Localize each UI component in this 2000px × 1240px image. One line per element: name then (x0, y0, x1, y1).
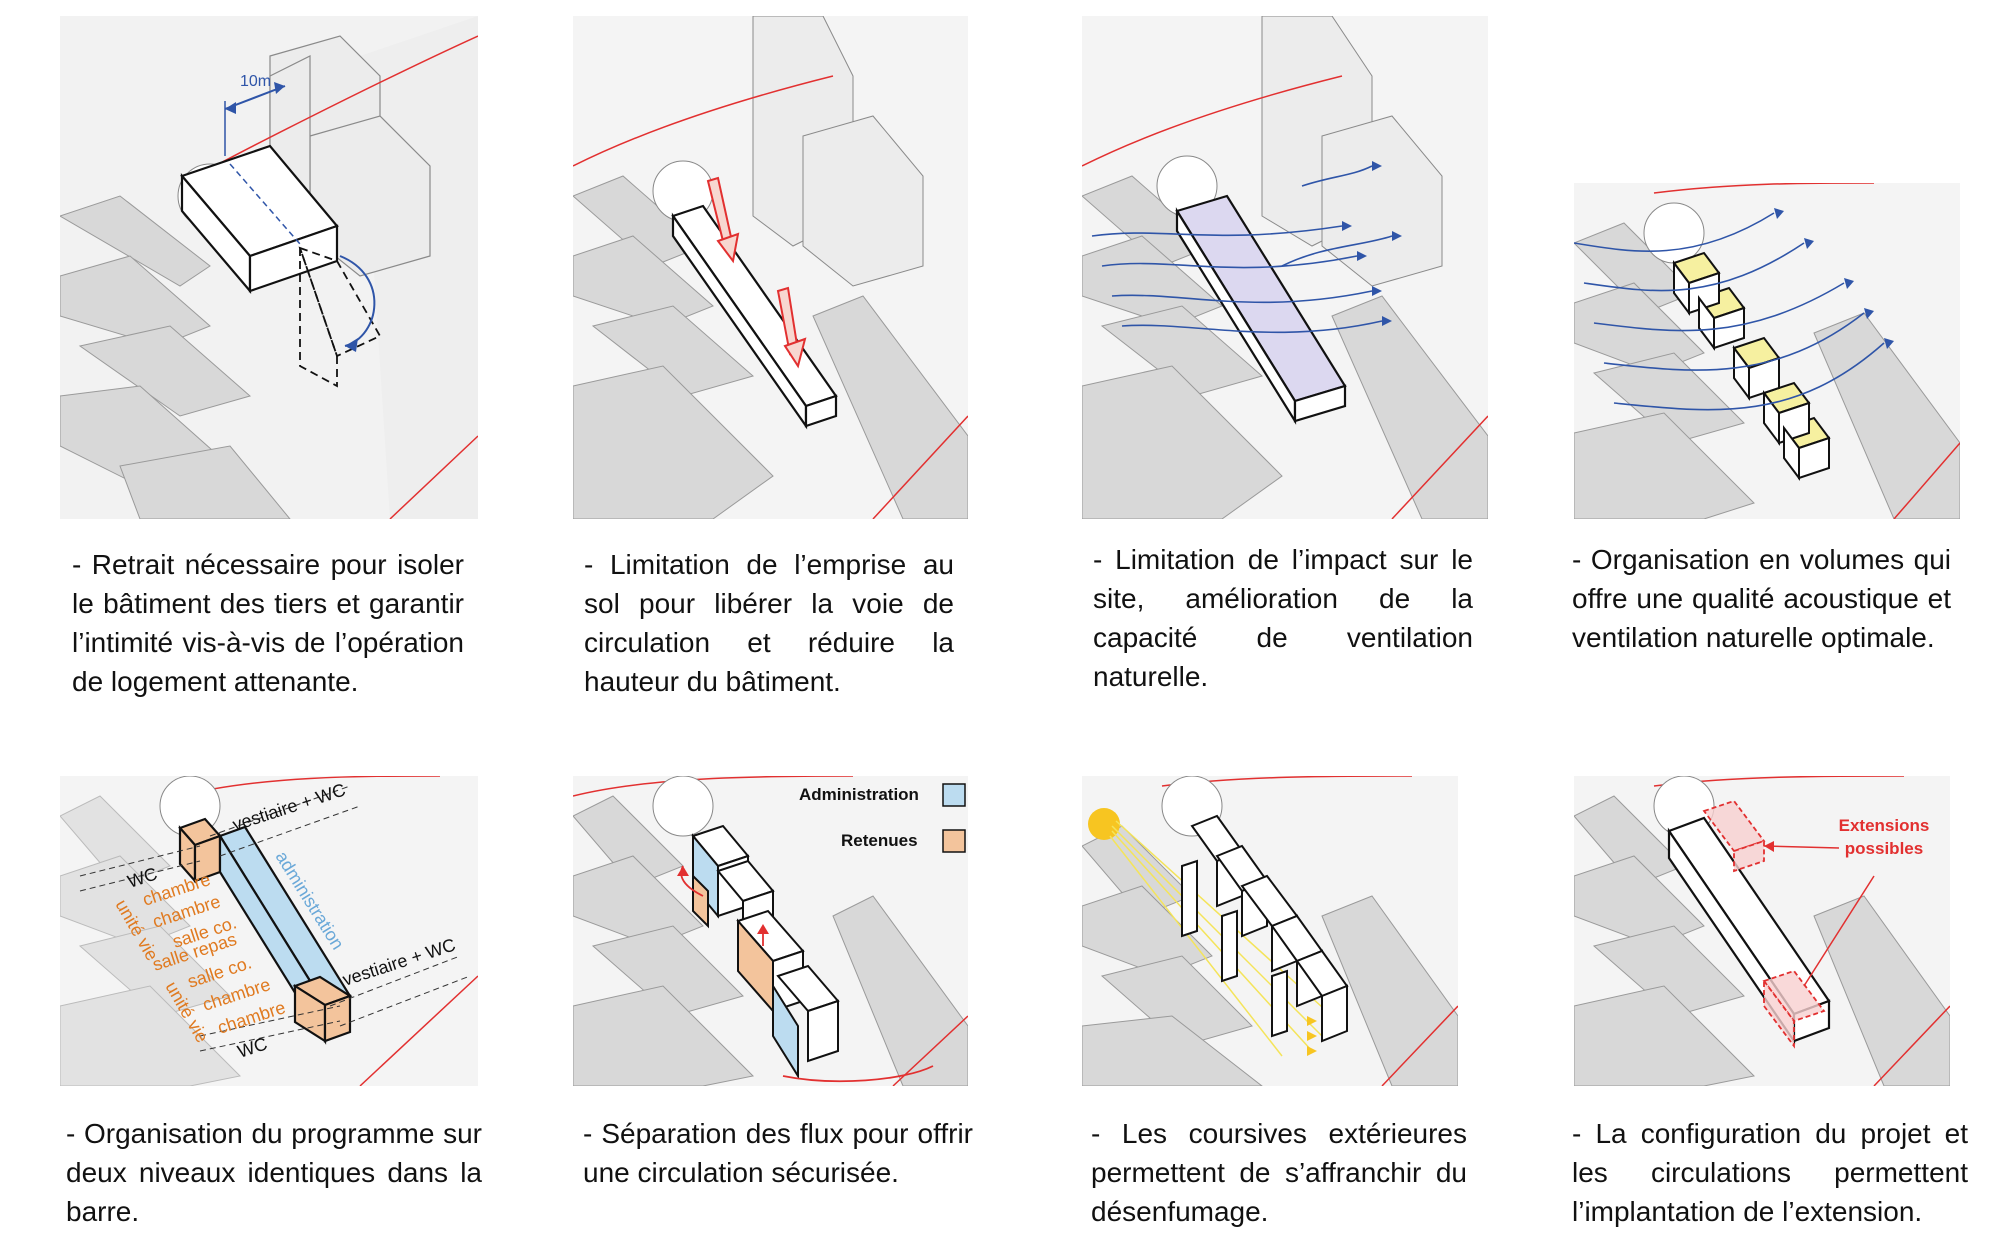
extensions-label-line2: possibles (1845, 839, 1923, 858)
legend-retenues-label: Retenues (841, 831, 918, 850)
extensions-label-line1: Extensions (1839, 816, 1930, 835)
legend-administration-label: Administration (799, 785, 919, 804)
legend-retenues-swatch (942, 829, 966, 853)
caption-setback: - Retrait nécessaire pour isoler le bâti… (72, 549, 464, 697)
diagram-ventilation (1082, 16, 1488, 519)
diagram-program: vestiaire + WC WC chambre chambre unité … (60, 776, 478, 1086)
caption-footprint: - Limitation de l’emprise au sol pour li… (584, 549, 954, 697)
diagram-volumes (1574, 183, 1960, 519)
diagram-setback: 10m (60, 16, 478, 519)
caption-program: - Organisation du programme sur deux niv… (66, 1118, 482, 1227)
caption-flows: - Séparation des flux pour offrir une ci… (583, 1118, 973, 1188)
distance-label: 10m (240, 73, 271, 90)
caption-ventilation: - Limitation de l’impact sur le site, am… (1093, 544, 1473, 692)
diagram-flows: Administration Retenues (573, 776, 968, 1086)
caption-volumes: - Organisation en volumes qui offre une … (1572, 544, 1951, 653)
caption-coursives: - Les coursives extérieures permettent d… (1091, 1118, 1467, 1227)
caption-extensions: - La configuration du projet et les circ… (1572, 1118, 1968, 1227)
diagram-extensions: Extensions possibles (1574, 776, 1950, 1086)
diagram-footprint (573, 16, 968, 519)
legend-administration-swatch (942, 783, 966, 807)
diagram-coursives (1082, 776, 1458, 1086)
